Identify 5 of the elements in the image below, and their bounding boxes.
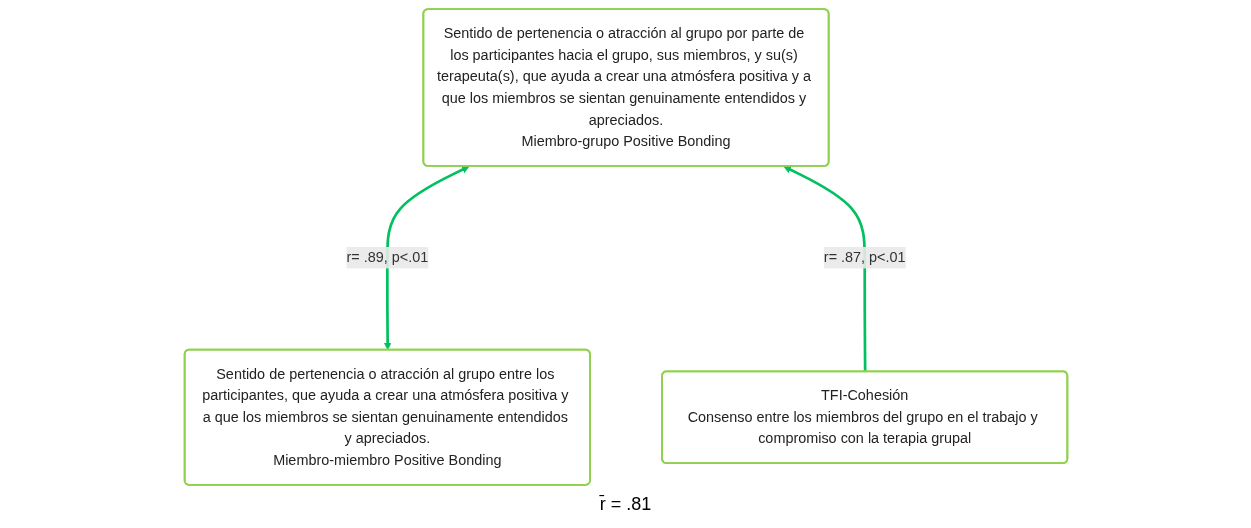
- correlation-note: r̄ = .81: [599, 494, 652, 514]
- edge-label: r= .89, p<.01: [345, 249, 428, 266]
- arrow: [782, 166, 866, 372]
- edge-label: r= .87, p<.01: [823, 249, 906, 266]
- arrow: [383, 165, 469, 351]
